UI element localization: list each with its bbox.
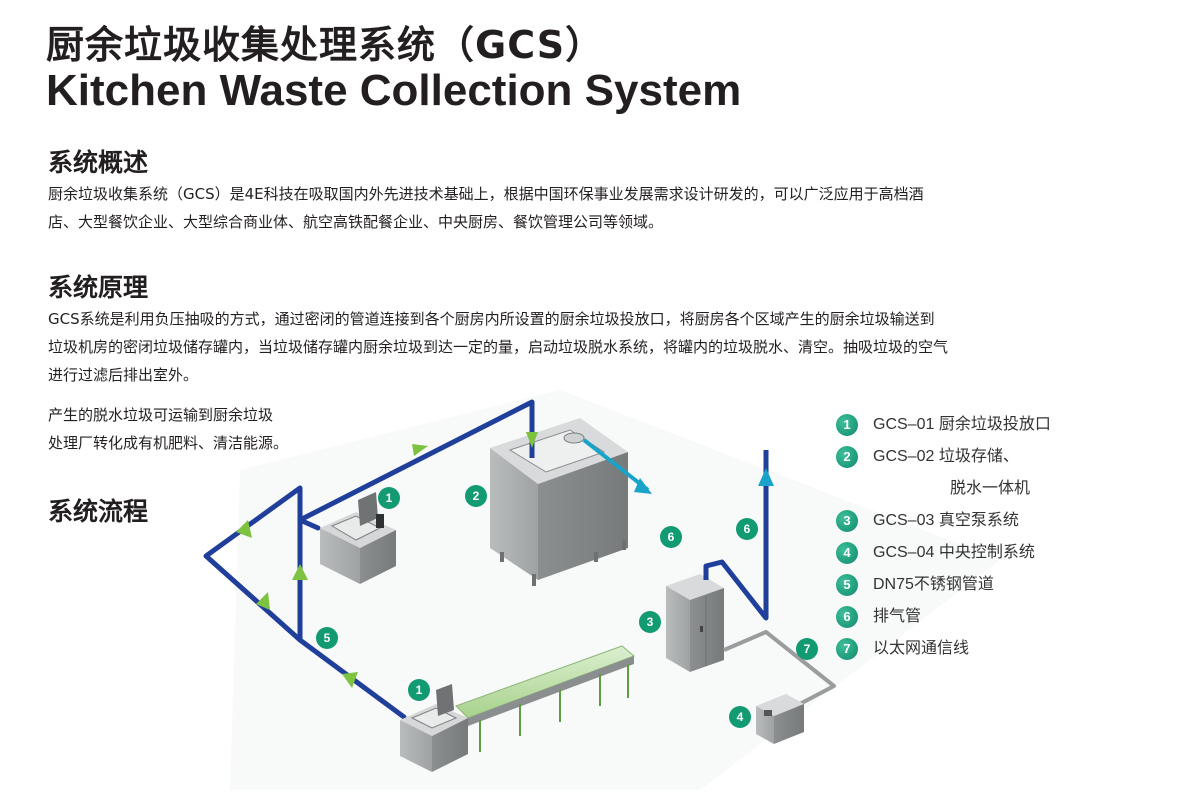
legend-text: 以太网通信线 (873, 640, 970, 657)
legend-text: 排气管 (873, 608, 922, 625)
legend-number: 2 (836, 446, 858, 468)
svg-text:3: 3 (647, 615, 654, 629)
svg-text:7: 7 (804, 642, 811, 656)
principle-line: 垃圾机房的密闭垃圾储存罐内，当垃圾储存罐内厨余垃圾到达一定的量，启动垃圾脱水系统… (48, 338, 949, 356)
legend-text: DN75不锈钢管道 (873, 576, 994, 593)
conveyor-line (455, 645, 635, 752)
storage-dewatering-unit (490, 418, 628, 586)
arrow-icon (526, 432, 538, 448)
principle-line: GCS系统是利用负压抽吸的方式，通过密闭的管道连接到各个厨房内所设置的厨余垃圾投… (48, 310, 935, 328)
overview-text: 厨余垃圾收集系统（GCS）是4E科技在吸取国内外先进技术基础上，根据中国环保事业… (48, 180, 924, 236)
overview-line: 厨余垃圾收集系统（GCS）是4E科技在吸取国内外先进技术基础上，根据中国环保事业… (48, 185, 924, 203)
vacuum-pump-system (666, 574, 724, 672)
principle-text-extra: 产生的脱水垃圾可运输到厨余垃圾 处理厂转化成有机肥料、清洁能源。 (48, 401, 288, 457)
svg-text:5: 5 (324, 631, 331, 645)
diagram-markers: 1 2 1 3 4 5 6 6 7 (316, 485, 818, 728)
arrow-icon (236, 520, 252, 538)
marker-5: 5 (316, 627, 338, 649)
arrow-icon (634, 478, 652, 494)
principle-line: 进行过滤后排出室外。 (48, 366, 199, 384)
marker-1-lower: 1 (408, 679, 430, 701)
marker-6-right: 6 (736, 518, 758, 540)
svg-text:4: 4 (737, 710, 744, 724)
arrow-icon (758, 468, 774, 486)
legend-number: 5 (836, 574, 858, 596)
process-heading: 系统流程 (48, 497, 149, 526)
central-control-cabinet (756, 694, 804, 744)
inlet-station-lower (400, 684, 468, 772)
svg-text:1: 1 (386, 491, 393, 505)
marker-7: 7 (796, 638, 818, 660)
arrow-icon (292, 564, 308, 580)
legend-text: GCS–04 中央控制系统 (873, 544, 1035, 561)
exhaust-pipe (703, 450, 769, 621)
legend-number: 6 (836, 606, 858, 628)
svg-text:1: 1 (416, 683, 423, 697)
marker-3: 3 (639, 611, 661, 633)
principle-text: GCS系统是利用负压抽吸的方式，通过密闭的管道连接到各个厨房内所设置的厨余垃圾投… (48, 305, 948, 389)
legend-text: GCS–02 垃圾存储、 (873, 448, 1019, 465)
svg-text:2: 2 (473, 489, 480, 503)
page-title-en: Kitchen Waste Collection System (46, 66, 742, 115)
legend-text: GCS–01 厨余垃圾投放口 (873, 416, 1051, 433)
arrow-icon (412, 444, 428, 456)
page-title-cn: 厨余垃圾收集处理系统（GCS） (46, 23, 605, 67)
overview-heading: 系统概述 (48, 148, 149, 177)
exhaust-duct (582, 438, 650, 492)
legend-text: GCS–03 真空泵系统 (873, 512, 1019, 529)
principle-line: 处理厂转化成有机肥料、清洁能源。 (48, 434, 289, 452)
inlet-station-upper (320, 492, 396, 584)
svg-text:6: 6 (668, 530, 675, 544)
overview-line: 店、大型餐饮企业、大型综合商业体、航空高铁配餐企业、中央厨房、餐饮管理公司等领域… (48, 213, 664, 231)
legend-number: 3 (836, 510, 858, 532)
legend-number: 4 (836, 542, 858, 564)
principle-line: 产生的脱水垃圾可运输到厨余垃圾 (48, 406, 274, 424)
legend-number: 1 (836, 414, 858, 436)
svg-text:6: 6 (744, 522, 751, 536)
marker-1-upper: 1 (378, 487, 400, 509)
marker-6-left: 6 (660, 526, 682, 548)
legend-number: 7 (836, 638, 858, 660)
marker-4: 4 (729, 706, 751, 728)
arrow-icon (256, 592, 270, 610)
ethernet-cable (723, 630, 836, 708)
arrow-icon (342, 672, 358, 688)
principle-heading: 系统原理 (48, 273, 149, 302)
legend-text: 脱水一体机 (950, 480, 1031, 497)
marker-2: 2 (465, 485, 487, 507)
